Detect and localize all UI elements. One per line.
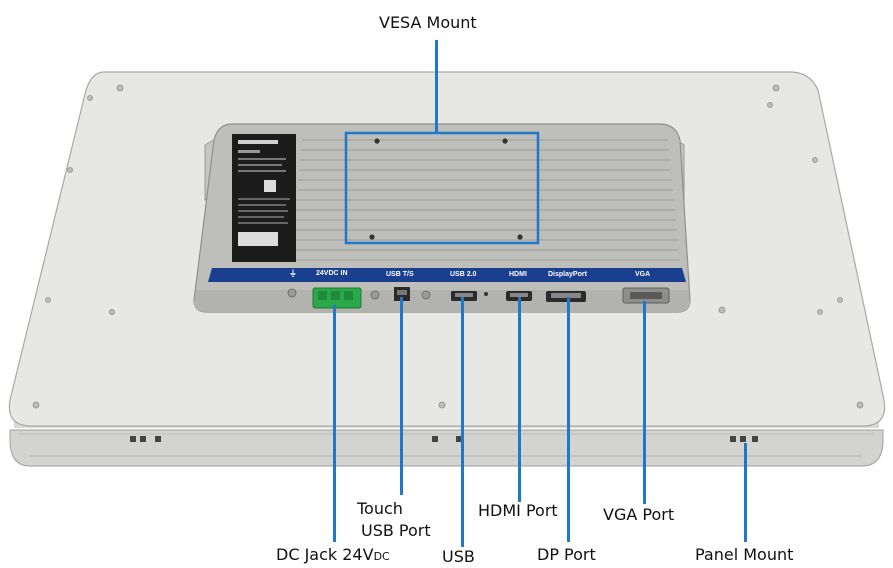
io-label-usb-touch: USB T/S xyxy=(386,271,414,278)
leader-hdmi xyxy=(518,297,521,502)
panel-screws xyxy=(32,84,864,409)
connectors xyxy=(287,287,670,309)
io-label-vga: VGA xyxy=(635,271,651,278)
callout-usb: USB xyxy=(442,547,475,566)
callout-panel-mount: Panel Mount xyxy=(695,545,794,564)
callout-vga-port: VGA Port xyxy=(603,505,675,524)
callout-touch-usb-line1: Touch xyxy=(357,499,403,518)
product-label xyxy=(232,134,296,262)
callout-dc-jack-main: DC Jack 24V xyxy=(276,545,374,564)
leader-vga xyxy=(643,301,646,504)
io-label-hdmi: HDMI xyxy=(509,271,527,278)
dc-terminal-block xyxy=(312,287,362,309)
io-strip xyxy=(208,268,686,282)
leader-vesa xyxy=(435,40,438,133)
ground-icon: ⏚ xyxy=(289,269,297,278)
io-label-usb-20: USB 2.0 xyxy=(450,271,477,278)
leader-dp xyxy=(567,297,570,542)
callout-dc-jack: DC Jack 24VDC xyxy=(276,546,390,566)
leader-panel-mount xyxy=(744,443,747,542)
callout-vesa-mount: VESA Mount xyxy=(379,13,477,32)
callout-hdmi-port: HDMI Port xyxy=(478,501,558,520)
leader-touch-usb xyxy=(400,297,403,495)
vesa-mount-box xyxy=(344,131,540,245)
leader-dc-jack xyxy=(333,305,336,542)
callout-dp-port: DP Port xyxy=(537,545,596,564)
io-label-dc-in: 24VDC IN xyxy=(316,270,348,277)
leader-usb xyxy=(461,297,464,547)
callout-dc-jack-sub: DC xyxy=(373,550,390,563)
callout-touch-usb-line2: USB Port xyxy=(361,521,431,540)
io-label-displayport: DisplayPort xyxy=(548,271,587,278)
panel-mount-clips xyxy=(130,436,758,442)
